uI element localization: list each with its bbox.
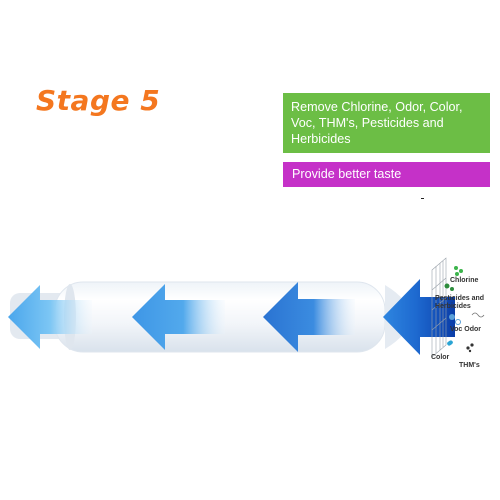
thms-icon (466, 343, 474, 353)
pesticides-icon (444, 283, 454, 291)
removal-benefit-box: Remove Chlorine, Odor, Color, Voc, THM's… (283, 93, 490, 153)
contaminant-grid (431, 257, 447, 358)
arrow-center-right (263, 282, 355, 352)
voc-odor-icon (449, 312, 485, 325)
arrow-right (383, 279, 455, 355)
color-icon (447, 340, 453, 346)
chlorine-icon (454, 266, 463, 276)
arrow-center-left (132, 284, 225, 350)
pesticides-label: Pesticides and Herbicides (435, 295, 485, 310)
color-label: Color (431, 354, 450, 361)
thms-label: THM's (459, 362, 480, 369)
taste-benefit-box: Provide better taste (283, 162, 490, 187)
voc-odor-label: Voc Odor (450, 326, 481, 333)
stage-title: Stage 5 (36, 84, 161, 117)
arrow-left (8, 285, 92, 349)
stray-mark (421, 198, 424, 199)
chlorine-label: Chlorine (450, 277, 479, 284)
